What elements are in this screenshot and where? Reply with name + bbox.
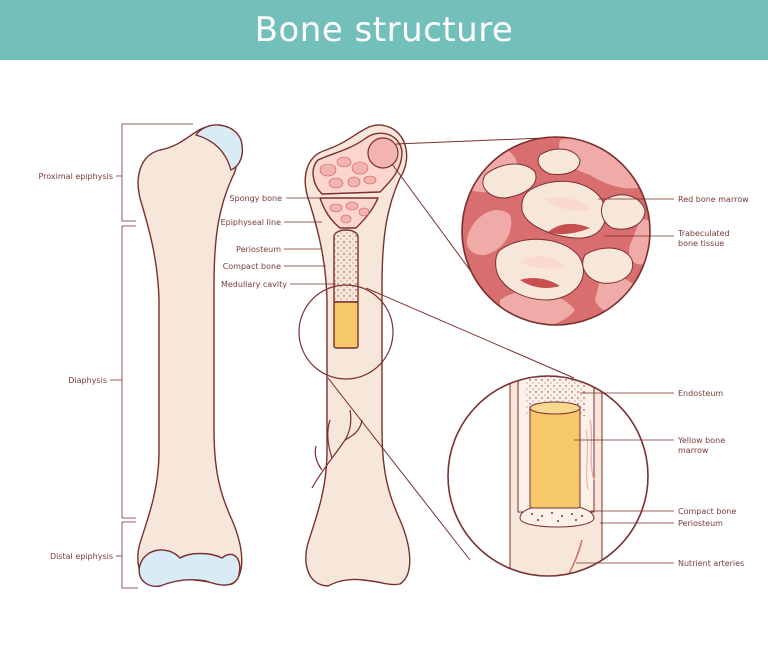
label-periosteum-zoom: Periosteum	[678, 519, 723, 528]
label-distal-epiphysis: Distal epiphysis	[50, 552, 113, 561]
label-epiphyseal-line: Epiphyseal line	[221, 218, 282, 227]
bracket-proximal	[121, 123, 193, 222]
left-femur	[137, 124, 244, 587]
bracket-distal	[121, 521, 138, 589]
label-periosteum: Periosteum	[236, 245, 281, 254]
section-label-lines	[284, 197, 336, 285]
left-femur-body	[137, 126, 243, 587]
title-banner: Bone structure	[0, 0, 768, 60]
left-femur-distal-cartilage	[138, 549, 241, 587]
yellow-marrow-section	[333, 301, 359, 349]
label-red-bone-marrow: Red bone marrow	[678, 195, 749, 204]
medullary-cavity	[333, 229, 359, 303]
label-endosteum: Endosteum	[678, 389, 723, 398]
region-brackets	[110, 123, 193, 589]
left-femur-head-cartilage	[195, 124, 244, 171]
label-compact-bone-zoom: Compact bone	[678, 507, 736, 516]
label-spongy-bone: Spongy bone	[230, 194, 283, 203]
label-medullary-cavity: Medullary cavity	[221, 280, 287, 289]
sectioned-femur-body	[304, 124, 411, 587]
page-title: Bone structure	[254, 10, 514, 50]
label-diaphysis: Diaphysis	[68, 376, 107, 385]
red-marrow-zoom	[461, 136, 651, 326]
label-trabeculated-1: Trabeculated	[677, 229, 730, 238]
label-trabeculated-2: bone tissue	[678, 239, 724, 248]
label-compact-bone: Compact bone	[223, 262, 281, 271]
label-nutrient-arteries: Nutrient arteries	[678, 559, 744, 568]
nutrient-arteries-shaft	[311, 409, 363, 489]
label-yellow-bone-marrow-2: marrow	[678, 446, 709, 455]
label-yellow-bone-marrow-1: Yellow bone	[677, 436, 725, 445]
spongy-pores	[319, 145, 381, 189]
bracket-diaphysis	[121, 225, 136, 519]
zoom-bottom-label-lines	[574, 392, 674, 564]
spongy-zoom-ring	[367, 137, 399, 169]
shaft-zoom-ring	[298, 284, 394, 380]
label-proximal-epiphysis: Proximal epiphysis	[38, 172, 113, 181]
shaft-zoom	[447, 375, 649, 577]
sectioned-femur	[304, 124, 411, 587]
zoom-top-label-lines	[598, 198, 674, 237]
